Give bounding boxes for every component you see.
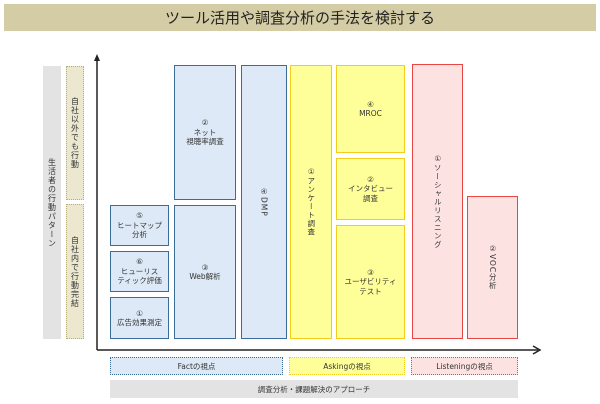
box-number: ② [201, 118, 209, 128]
box-label: 広告効果測定 [117, 318, 162, 327]
box-label: ネット 視聴率調査 [186, 127, 224, 147]
box-label: アンケート調査 [306, 177, 316, 237]
box-label: DMP [259, 196, 269, 217]
box-label: Web解析 [189, 272, 221, 281]
inside-company-label: 自社内で行動完結 [66, 204, 84, 339]
box-label: ヒューリス ティック評価 [117, 266, 162, 286]
box-number: ⑥ [136, 257, 143, 267]
outside-company-label: 自社以外でも行動 [66, 66, 84, 200]
box-number: ③ [367, 267, 374, 277]
box-label: ユーザビリティ テスト [344, 277, 397, 296]
box-label: VOC分析 [488, 254, 498, 291]
box-number: ② [488, 244, 498, 255]
legend-listening: Listeningの視点 [411, 357, 518, 375]
page-title: ツール活用や調査分析の手法を検討する [4, 4, 596, 31]
box-number: ② [367, 174, 374, 184]
legend-fact: Factの視点 [110, 357, 283, 375]
box-number: ① [433, 154, 443, 164]
box-number: ③ [201, 262, 209, 272]
box-label: インタビュー 調査 [348, 184, 393, 203]
box-number: ⑤ [136, 211, 143, 221]
box-number: ④ [367, 99, 374, 109]
behavior-pattern-label: 生活者の行動パターン [43, 66, 61, 339]
x-axis-arrow-icon [532, 345, 542, 355]
box-number: ① [306, 167, 316, 178]
box-number: ① [136, 308, 143, 318]
box-number: ④ [260, 187, 268, 197]
legend-asking: Askingの視点 [289, 357, 405, 375]
box-label: ソーシャルリスニング [433, 164, 443, 249]
box-label: ヒートマップ 分析 [117, 220, 162, 240]
box-label: MROC [359, 109, 382, 118]
approach-footer: 調査分析・課題解決のアプローチ [110, 380, 518, 398]
y-axis-arrow-icon [94, 54, 100, 61]
